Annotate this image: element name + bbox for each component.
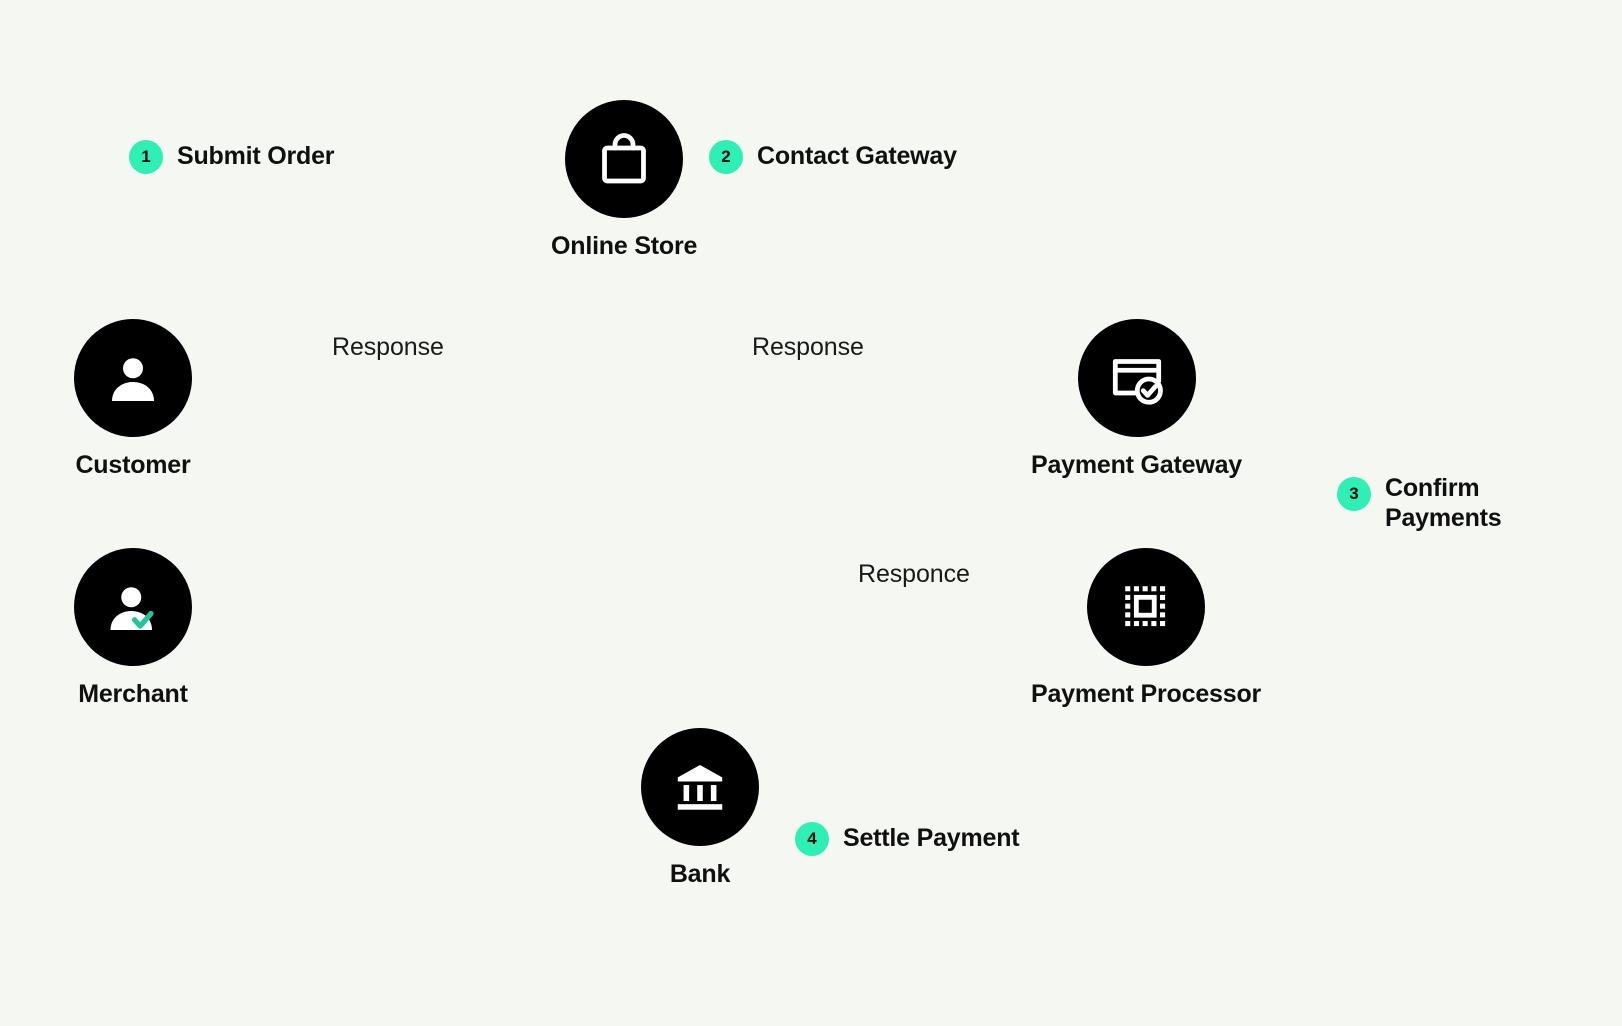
node-label-payment-gateway: Payment Gateway [1031,451,1242,479]
step-2-contact-gateway[interactable]: 2 Contact Gateway [709,140,957,174]
user-icon [103,348,163,408]
bank-icon-circle [641,728,759,846]
shopping-bag-icon [594,129,654,189]
merchant-icon-circle [74,548,192,666]
step-4-label: Settle Payment [843,824,1020,853]
step-3-badge: 3 [1337,477,1371,511]
step-4-badge: 4 [795,822,829,856]
node-label-payment-processor: Payment Processor [1031,680,1262,708]
node-customer[interactable]: Customer [74,319,192,480]
node-payment-gateway[interactable]: Payment Gateway [1031,319,1242,480]
node-merchant[interactable]: Merchant [74,548,192,709]
node-online-store[interactable]: Online Store [551,100,697,261]
flow-label-responce-gateway: Responce [858,560,970,588]
payment-processor-icon-circle [1087,548,1206,666]
step-2-badge: 2 [709,140,743,174]
node-payment-processor[interactable]: Payment Processor [1031,548,1261,709]
node-label-customer: Customer [75,451,191,479]
step-1-submit-order[interactable]: 1 Submit Order [129,140,335,174]
flow-label-response-customer: Response [332,333,444,361]
payment-gateway-icon-circle [1077,319,1196,437]
user-verified-icon [103,577,163,637]
node-label-online-store: Online Store [551,232,698,260]
flow-label-response-store: Response [752,333,864,361]
processor-chip-icon [1117,578,1175,636]
step-3-confirm-payments[interactable]: 3 Confirm Payments [1337,474,1502,533]
bank-icon [671,758,729,816]
step-1-badge: 1 [129,140,163,174]
node-label-bank: Bank [669,860,731,888]
node-label-merchant: Merchant [78,680,188,708]
customer-icon-circle [74,319,192,437]
step-2-label: Contact Gateway [757,142,957,171]
credit-card-check-icon [1106,347,1168,409]
node-bank[interactable]: Bank [641,728,759,889]
step-4-settle-payment[interactable]: 4 Settle Payment [795,822,1020,856]
step-1-label: Submit Order [177,142,335,171]
online-store-icon-circle [565,100,684,218]
step-3-label: Confirm Payments [1385,474,1502,532]
